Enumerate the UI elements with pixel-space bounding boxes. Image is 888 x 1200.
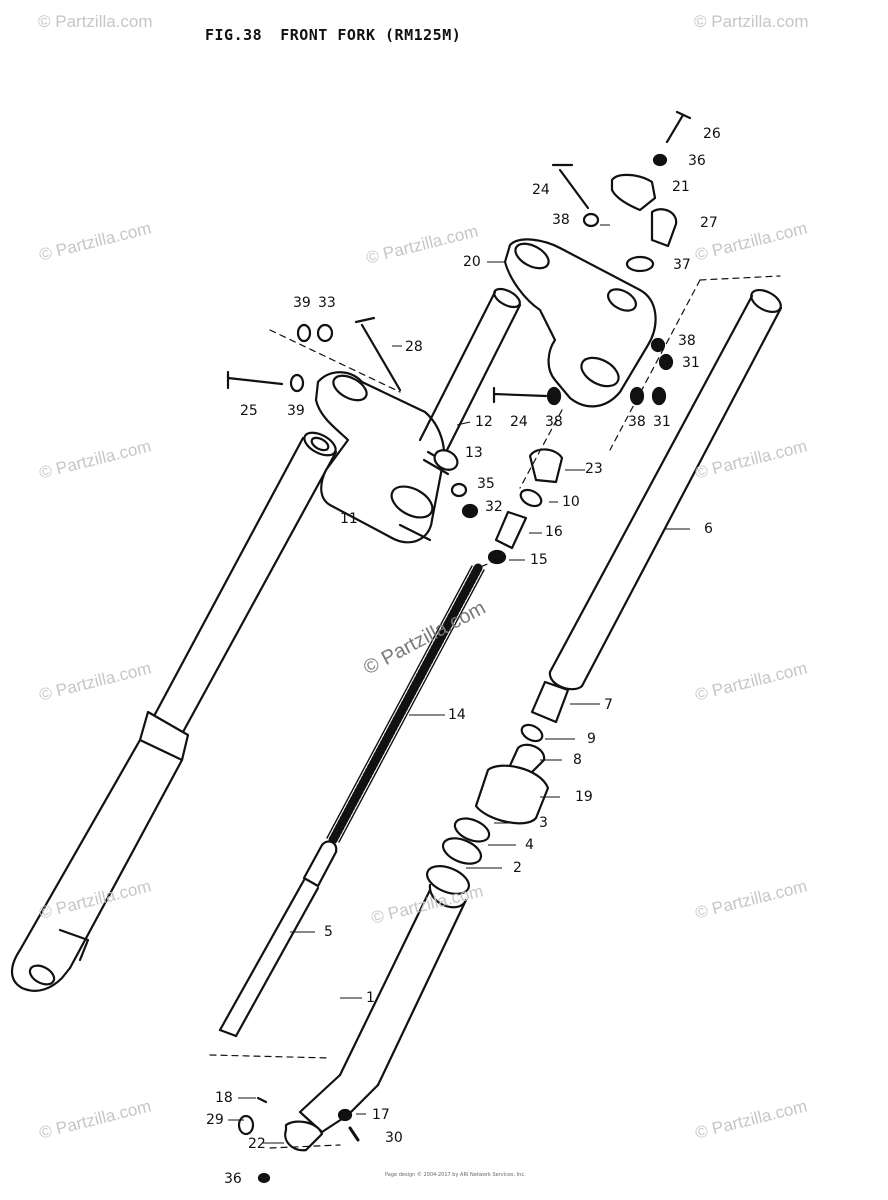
callout-36: 36 [688, 153, 706, 169]
callout-39: 39 [293, 295, 311, 311]
copyright-footer: Page design © 2004-2017 by ARI Network S… [385, 1172, 526, 1178]
nut-38d [629, 386, 645, 406]
cap-bolt-23 [528, 448, 564, 484]
watermark: © Partzilla.com [38, 12, 153, 31]
part-36b [257, 1172, 271, 1184]
seat-15 [487, 549, 507, 565]
spacer-16 [494, 510, 528, 550]
callout-25: 25 [240, 403, 258, 419]
callout-9: 9 [587, 731, 596, 747]
callout-24: 24 [532, 182, 550, 198]
washer-37 [625, 255, 655, 273]
handlebar-clamp [610, 173, 657, 212]
callout-23: 23 [585, 461, 603, 477]
callout-36: 36 [224, 1171, 242, 1187]
screw-29 [237, 1114, 255, 1136]
callout-31: 31 [653, 414, 671, 430]
seal-19 [474, 764, 550, 825]
diagram-title: FIG.38 FRONT FORK (RM125M) [205, 26, 479, 44]
callout-3: 3 [539, 815, 548, 831]
watermark: © Partzilla.com [694, 12, 809, 31]
nut-36a [652, 153, 668, 167]
callout-31: 31 [682, 355, 700, 371]
ring-2 [426, 865, 470, 895]
callout-37: 37 [673, 257, 691, 273]
figure-number: FIG.38 [205, 26, 263, 44]
callout-24: 24 [510, 414, 528, 430]
callout-27: 27 [700, 215, 718, 231]
ring-3 [453, 817, 491, 843]
callout-7: 7 [604, 697, 613, 713]
callout-10: 10 [562, 494, 580, 510]
bolt-24b [492, 386, 548, 404]
spring-14 [328, 563, 483, 845]
lower-bracket [314, 371, 446, 544]
callout-16: 16 [545, 524, 563, 540]
nut-33 [316, 323, 334, 343]
left-fork-outer-tube [10, 710, 190, 992]
callout-5: 5 [324, 924, 333, 940]
nut-32 [461, 503, 479, 519]
nut-38b [650, 337, 666, 353]
callout-28: 28 [405, 339, 423, 355]
callout-13: 13 [465, 445, 483, 461]
callout-38: 38 [628, 414, 646, 430]
callout-30: 30 [385, 1130, 403, 1146]
part-17 [337, 1108, 353, 1122]
callout-22: 22 [248, 1136, 266, 1152]
figure-title: FRONT FORK (RM125M) [280, 26, 462, 44]
nut-35 [450, 482, 468, 498]
callout-6: 6 [704, 521, 713, 537]
callout-29: 29 [206, 1112, 224, 1128]
right-inner-tube [548, 288, 783, 691]
part-18 [256, 1096, 268, 1104]
damper-rod-5 [218, 840, 338, 1038]
callout-19: 19 [575, 789, 593, 805]
ring-4 [441, 837, 483, 865]
callout-38: 38 [678, 333, 696, 349]
left-fork-inner-tube [151, 431, 338, 734]
callout-11: 11 [340, 511, 358, 527]
bolt-25 [226, 370, 284, 390]
nut-31b [651, 386, 667, 406]
nut-38a [582, 212, 600, 228]
o-ring-10 [519, 488, 543, 508]
callout-35: 35 [477, 476, 495, 492]
callout-15: 15 [530, 552, 548, 568]
callout-38: 38 [552, 212, 570, 228]
bolt-28 [354, 316, 402, 392]
callout-12: 12 [475, 414, 493, 430]
bolt-24a [551, 163, 590, 210]
callout-14: 14 [448, 707, 466, 723]
steering-stem [418, 287, 522, 476]
bolt-26 [665, 110, 692, 144]
callout-32: 32 [485, 499, 503, 515]
callout-18: 18 [215, 1090, 233, 1106]
bearing-13 [433, 449, 459, 471]
callout-4: 4 [525, 837, 534, 853]
part-22 [284, 1120, 324, 1152]
washer-39b [289, 373, 305, 393]
callout-8: 8 [573, 752, 582, 768]
nut-38c [546, 386, 562, 406]
callout-20: 20 [463, 254, 481, 270]
callout-21: 21 [672, 179, 690, 195]
washer-9 [520, 723, 544, 743]
callout-39: 39 [287, 403, 305, 419]
upper-bracket [503, 238, 657, 408]
callout-38: 38 [545, 414, 563, 430]
callout-17: 17 [372, 1107, 390, 1123]
callout-2: 2 [513, 860, 522, 876]
nut-31a [658, 353, 674, 371]
screw-30 [348, 1126, 360, 1142]
callout-26: 26 [703, 126, 721, 142]
washer-39a [296, 323, 312, 343]
cap-27 [650, 208, 678, 248]
callout-33: 33 [318, 295, 336, 311]
bushing-7 [530, 680, 570, 724]
callout-1: 1 [366, 990, 375, 1006]
